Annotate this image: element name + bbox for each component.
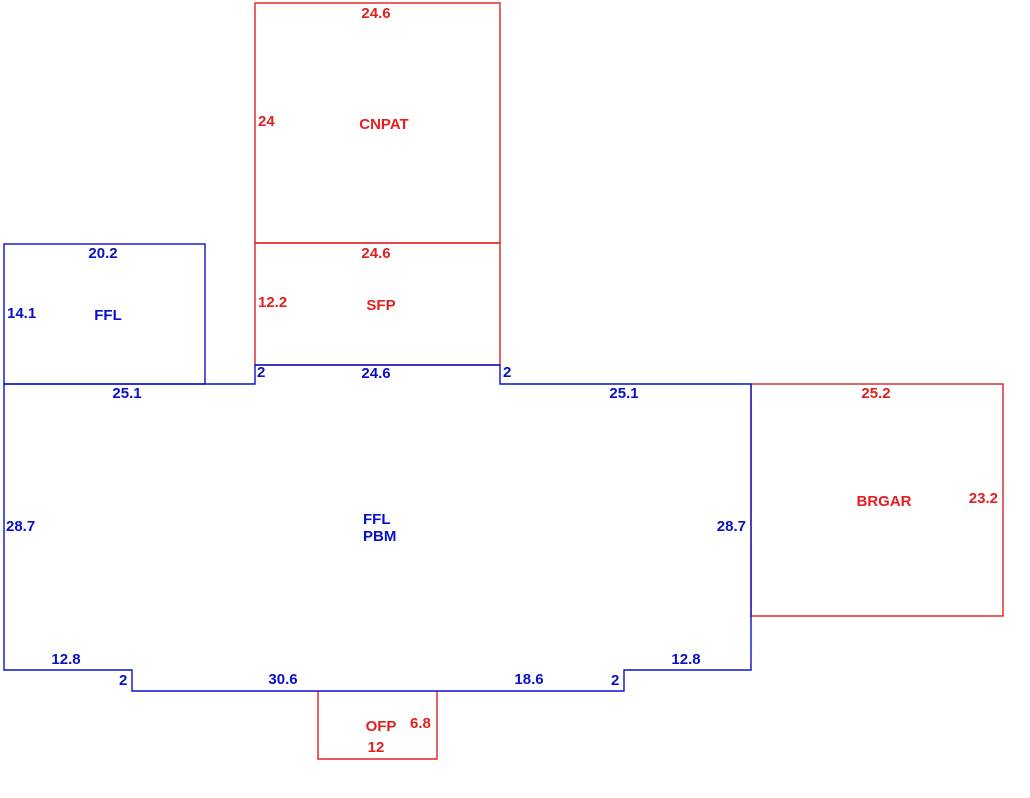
cnpat-left-dimension: 24 — [258, 113, 275, 130]
cnpat-top-dimension: 24.6 — [361, 5, 390, 22]
main-right-dimension: 28.7 — [717, 518, 746, 535]
main-area-label-ffl: FFL — [363, 511, 391, 528]
main-bottom-left-dimension: 12.8 — [51, 651, 80, 668]
ofp-outline — [317, 691, 438, 760]
sfp-label: SFP — [366, 297, 395, 314]
main-top-left-dimension: 25.1 — [112, 385, 141, 402]
sfp-top-dimension: 24.6 — [361, 245, 390, 262]
main-top-right-dimension: 25.1 — [609, 385, 638, 402]
main-step-right-dimension: 2 — [503, 364, 511, 381]
ofp-right-dimension: 6.8 — [410, 715, 431, 732]
ffl-upper-left-dimension: 14.1 — [7, 305, 36, 322]
main-top-center-dimension: 24.6 — [361, 365, 390, 382]
main-bottom-center-left-dimension: 30.6 — [268, 671, 297, 688]
ofp-label: OFP — [366, 718, 397, 735]
main-bottom-center-right-dimension: 18.6 — [514, 671, 543, 688]
main-notch-right-dimension: 2 — [611, 672, 619, 689]
main-step-left-dimension: 2 — [257, 364, 265, 381]
main-left-dimension: 28.7 — [6, 518, 35, 535]
main-bottom-right-dimension: 12.8 — [671, 651, 700, 668]
ffl-upper-top-dimension: 20.2 — [88, 245, 117, 262]
brgar-top-dimension: 25.2 — [861, 385, 890, 402]
cnpat-label: CNPAT — [359, 116, 408, 133]
brgar-right-dimension: 23.2 — [969, 490, 998, 507]
ffl-upper-label: FFL — [94, 307, 122, 324]
brgar-label: BRGAR — [857, 493, 912, 510]
ofp-bottom-dimension: 12 — [368, 739, 385, 756]
main-area-outline — [3, 364, 752, 692]
sfp-left-dimension: 12.2 — [258, 294, 287, 311]
main-notch-left-dimension: 2 — [119, 672, 127, 689]
main-area-label-pbm: PBM — [363, 528, 396, 545]
